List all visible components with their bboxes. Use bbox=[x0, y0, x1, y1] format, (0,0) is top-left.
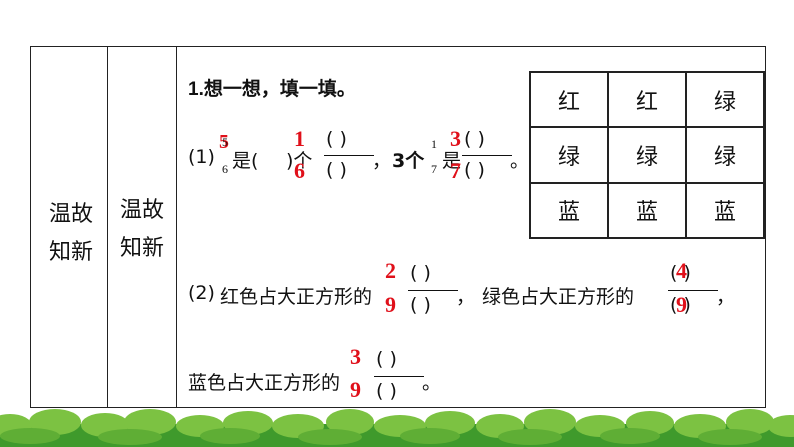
part1-blank1-numerator: ( ) bbox=[326, 128, 347, 150]
part2-answer-b-denominator: 9 bbox=[676, 292, 687, 317]
part1-comma: ， bbox=[372, 150, 392, 172]
part2-blank2-denominator: ( ) bbox=[670, 294, 691, 316]
part2-end-mark: 。 bbox=[422, 372, 442, 394]
part1-given-denominator: 6 bbox=[222, 162, 228, 176]
part1-blank-fraction-1: ( ) ( ) bbox=[324, 128, 374, 184]
part1-blank2-denominator: ( ) bbox=[464, 159, 485, 181]
grid-cell: 红 bbox=[530, 72, 608, 128]
grass-bushes bbox=[0, 409, 794, 438]
part2-blank1-numerator: ( ) bbox=[410, 262, 431, 284]
grid-cell: 红 bbox=[608, 72, 686, 128]
grid-cell: 绿 bbox=[686, 127, 764, 183]
grid-cell: 蓝 bbox=[608, 182, 686, 238]
part1-text-d: 是 bbox=[442, 150, 462, 172]
part2-answer-b-numerator: 4 bbox=[676, 258, 687, 283]
part1-text-a: 是( bbox=[232, 150, 259, 172]
grid-cell: 绿 bbox=[608, 127, 686, 183]
fraction-bar bbox=[668, 290, 718, 291]
grid-cell: 蓝 bbox=[686, 182, 764, 238]
part1-given-numerator: 5 bbox=[222, 135, 228, 149]
part2-answer-c-denominator: 9 bbox=[350, 377, 361, 402]
fraction-bar bbox=[374, 376, 424, 377]
part2-blank3-denominator: ( ) bbox=[376, 380, 397, 402]
part2-blank3-numerator: ( ) bbox=[376, 348, 397, 370]
column-divider-2 bbox=[176, 47, 177, 407]
grid-cell: 绿 bbox=[686, 72, 764, 128]
part1-answer-a: 5 bbox=[219, 131, 229, 153]
part2-blank-fraction-2: ( ) ( ) bbox=[668, 262, 718, 320]
column2-label-line2: 知新 bbox=[119, 236, 164, 261]
part1-answer-b-numerator: 1 bbox=[294, 126, 305, 151]
part2-comma2: ， bbox=[716, 286, 736, 308]
part2-text-c: 蓝色占大正方形的 bbox=[188, 372, 341, 394]
part2-blank1-denominator: ( ) bbox=[410, 294, 431, 316]
question-number: 1. bbox=[188, 79, 204, 100]
fraction-bar bbox=[462, 155, 512, 156]
part1-text-b: )个 bbox=[286, 150, 313, 172]
part1-answer-c-denominator: 7 bbox=[450, 158, 461, 183]
fraction-bar bbox=[324, 155, 374, 156]
grid-cell: 蓝 bbox=[530, 182, 608, 238]
grass-shadows bbox=[0, 428, 762, 445]
column1-label-line1: 温故 bbox=[48, 202, 93, 227]
column2-label: 温故 知新 bbox=[107, 192, 177, 268]
part1-given2-numerator: 1 bbox=[431, 137, 437, 151]
part2-answer-c-numerator: 3 bbox=[350, 344, 361, 369]
column1-label: 温故 知新 bbox=[36, 196, 106, 272]
color-grid: 红 红 绿 绿 绿 绿 蓝 蓝 蓝 bbox=[529, 71, 765, 239]
part2-blank-fraction-1: ( ) ( ) bbox=[408, 262, 458, 320]
column2-label-line1: 温故 bbox=[119, 198, 164, 223]
fraction-bar bbox=[408, 290, 458, 291]
column-divider-1 bbox=[107, 47, 108, 407]
part1-blank-fraction-2: ( ) ( ) bbox=[462, 128, 512, 184]
part1-end-mark: 。 bbox=[510, 150, 530, 172]
part1-text-c: 3个 bbox=[392, 150, 425, 172]
grid-cell: 绿 bbox=[530, 127, 608, 183]
column1-label-line2: 知新 bbox=[48, 240, 93, 265]
part2-comma: ， bbox=[456, 286, 476, 308]
review-table bbox=[30, 46, 766, 408]
part1-given2-denominator: 7 bbox=[431, 162, 437, 176]
part1-blank2-numerator: ( ) bbox=[464, 128, 485, 150]
part1-label: (1) bbox=[188, 146, 215, 168]
part2-text-a: 红色占大正方形的 bbox=[220, 286, 373, 308]
part2-text-b: 绿色占大正方形的 bbox=[482, 286, 635, 308]
part1-answer-b-denominator: 6 bbox=[294, 158, 305, 183]
part2-label: (2) bbox=[188, 282, 215, 304]
question-title: 1.想一想，填一填。 bbox=[188, 74, 356, 101]
part2-answer-a-denominator: 9 bbox=[385, 292, 396, 317]
part1-blank1-denominator: ( ) bbox=[326, 159, 347, 181]
part2-blank-fraction-3: ( ) ( ) bbox=[374, 348, 424, 406]
question-text: 想一想，填一填。 bbox=[203, 78, 356, 100]
part1-answer-c-numerator: 3 bbox=[450, 126, 461, 151]
grass-decoration bbox=[0, 409, 794, 447]
part2-blank2-numerator: ( ) bbox=[670, 262, 691, 284]
part2-answer-a-numerator: 2 bbox=[385, 258, 396, 283]
